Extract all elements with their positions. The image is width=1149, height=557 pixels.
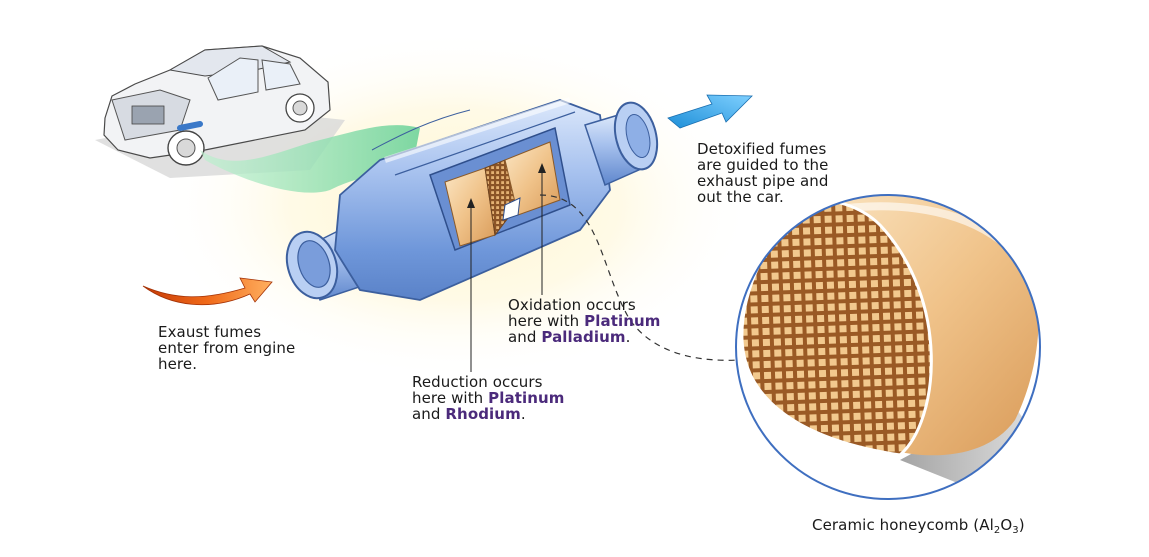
exit-arrow <box>667 94 753 129</box>
palladium-term: Palladium <box>541 328 626 346</box>
reduction-label: Reduction occurs here with Platinum and … <box>412 373 565 423</box>
honeycomb-caption: Ceramic honeycomb (Al2O3) <box>812 516 1025 536</box>
intake-arrow <box>142 277 273 306</box>
platinum-term: Platinum <box>488 389 565 407</box>
rhodium-term: Rhodium <box>445 405 521 423</box>
intake-label: Exaust fumes enter from engine here. <box>158 323 296 373</box>
catalytic-converter <box>285 97 659 301</box>
car-illustration <box>95 45 345 178</box>
oxidation-label: Oxidation occurs here with Platinum and … <box>508 296 661 346</box>
detoxified-label: Detoxified fumes are guided to the exhau… <box>697 140 829 206</box>
zoom-connector-dashed <box>539 194 741 361</box>
platinum-term: Platinum <box>584 312 661 330</box>
honeycomb-zoom <box>735 194 1041 500</box>
